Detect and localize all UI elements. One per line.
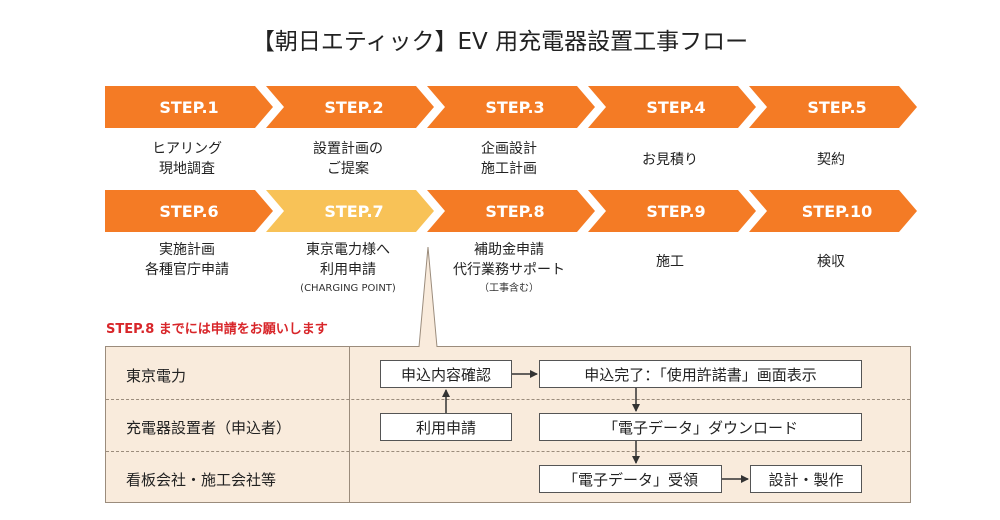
box-data-download: 「電子データ」ダウンロード <box>539 413 862 441</box>
box-design-production: 設計・製作 <box>750 465 862 493</box>
row-label-installer: 充電器設置者（申込者） <box>126 419 292 437</box>
step-5-chevron: STEP.5 <box>749 86 917 128</box>
step-10-text: 検収 <box>817 254 845 270</box>
row-divider-2 <box>106 451 910 452</box>
row-label-contractor: 看板会社・施工会社等 <box>126 471 277 489</box>
step-9-text: 施工 <box>656 254 684 270</box>
box-application-complete: 申込完了：「使用許諾書」画面表示 <box>539 360 862 388</box>
step-3-text: 企画設計 施工計画 <box>481 141 537 177</box>
step-2-text: 設置計画の ご提案 <box>313 141 383 177</box>
box-usage-application: 利用申請 <box>380 413 512 441</box>
step-8-chevron: STEP.8 <box>427 190 595 232</box>
row-divider-1 <box>106 399 910 400</box>
step-1-text: ヒアリング 現地調査 <box>152 141 222 177</box>
deadline-note: STEP.8 までには申請をお願いします <box>106 322 328 337</box>
step-10-chevron: STEP.10 <box>749 190 917 232</box>
step-1-chevron: STEP.1 <box>105 86 273 128</box>
panel-column-divider <box>349 347 350 502</box>
step-7-text: 東京電力様へ 利用申請 (CHARGING POINT) <box>300 242 396 294</box>
step-3-chevron: STEP.3 <box>427 86 595 128</box>
step-6-text: 実施計画 各種官庁申請 <box>145 242 229 278</box>
step-2-chevron: STEP.2 <box>266 86 434 128</box>
row-label-tepco: 東京電力 <box>126 367 187 385</box>
page-title: 【朝日エティック】EV 用充電器設置工事フロー <box>251 29 749 55</box>
step-9-chevron: STEP.9 <box>588 190 756 232</box>
step-8-text: 補助金申請 代行業務サポート （工事含む） <box>453 242 565 294</box>
step-7-chevron: STEP.7 <box>266 190 434 232</box>
box-data-received: 「電子データ」受領 <box>539 465 722 493</box>
step-5-text: 契約 <box>817 152 845 168</box>
step-6-chevron: STEP.6 <box>105 190 273 232</box>
step-4-text: お見積り <box>642 152 698 168</box>
box-application-check: 申込内容確認 <box>380 360 512 388</box>
step-4-chevron: STEP.4 <box>588 86 756 128</box>
